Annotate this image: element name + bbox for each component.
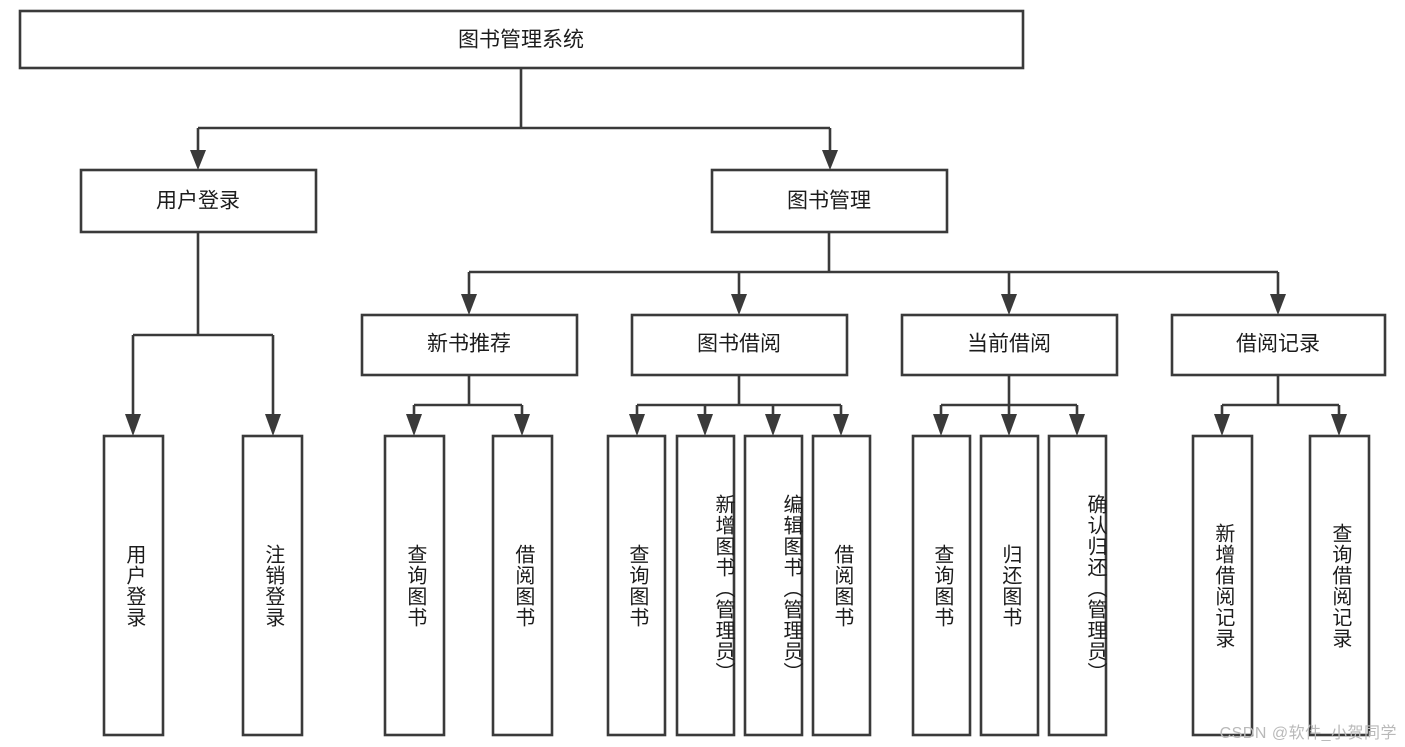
arrowhead-book-manage-to-new-book-recommend <box>461 294 477 315</box>
node-leaf-add-book-box[interactable] <box>675 434 736 737</box>
node-leaf-query-book-3-box[interactable] <box>911 434 972 737</box>
arrowhead-book-manage-to-current-borrow <box>1001 294 1017 315</box>
arrowhead-book-borrow-leaf-3 <box>765 414 781 436</box>
node-book-manage-label: 图书管理 <box>787 190 871 213</box>
node-leaf-query-book-1-box[interactable] <box>383 434 446 737</box>
node-leaf-query-record-box[interactable] <box>1308 434 1371 737</box>
node-leaf-edit-book-box[interactable] <box>743 434 804 737</box>
node-leaf-borrow-book-2-box[interactable] <box>811 434 872 737</box>
node-leaf-user-login-box[interactable] <box>102 434 165 737</box>
arrowhead-current-borrow-leaf-2 <box>1001 414 1017 436</box>
arrowhead-new-book-recommend-leaf-1 <box>406 414 422 436</box>
csdn-watermark: CSDN @软件_小贺同学 <box>1219 725 1397 742</box>
arrowhead-current-borrow-leaf-3 <box>1069 414 1085 436</box>
node-current-borrow-box[interactable] <box>900 313 1119 377</box>
node-leaf-confirm-return-box[interactable] <box>1047 434 1108 737</box>
node-current-borrow-label: 当前借阅 <box>967 333 1051 356</box>
arrowhead-user-login-leaf-2 <box>265 414 281 436</box>
arrowhead-new-book-recommend-leaf-2 <box>514 414 530 436</box>
node-leaf-add-record-box[interactable] <box>1191 434 1254 737</box>
node-book-borrow-label: 图书借阅 <box>697 333 781 356</box>
node-user-login-label: 用户登录 <box>156 190 240 213</box>
node-book-manage-box[interactable] <box>710 168 949 234</box>
node-new-book-recommend-label: 新书推荐 <box>427 333 511 356</box>
node-borrow-record-box[interactable] <box>1170 313 1387 377</box>
node-leaf-borrow-book-1-box[interactable] <box>491 434 554 737</box>
node-leaf-query-book-2-box[interactable] <box>606 434 667 737</box>
node-root-label: 图书管理系统 <box>458 29 584 52</box>
node-leaf-logout-login-box[interactable] <box>241 434 304 737</box>
arrowhead-book-borrow-leaf-1 <box>629 414 645 436</box>
arrowhead-book-manage-to-borrow-record <box>1270 294 1286 315</box>
node-leaf-return-book-box[interactable] <box>979 434 1040 737</box>
arrowhead-borrow-record-leaf-1 <box>1214 414 1230 436</box>
arrowhead-book-manage-to-book-borrow <box>731 294 747 315</box>
node-new-book-recommend-box[interactable] <box>360 313 579 377</box>
arrowhead-current-borrow-leaf-1 <box>933 414 949 436</box>
node-borrow-record-label: 借阅记录 <box>1236 333 1320 356</box>
arrowhead-root-to-book-manage <box>822 150 838 170</box>
arrowhead-user-login-leaf-1 <box>125 414 141 436</box>
arrowhead-book-borrow-leaf-2 <box>697 414 713 436</box>
arrowhead-book-borrow-leaf-4 <box>833 414 849 436</box>
node-root-box[interactable] <box>18 9 1025 70</box>
arrowhead-root-to-user-login <box>190 150 206 170</box>
node-book-borrow-box[interactable] <box>630 313 849 377</box>
arrowhead-borrow-record-leaf-2 <box>1331 414 1347 436</box>
